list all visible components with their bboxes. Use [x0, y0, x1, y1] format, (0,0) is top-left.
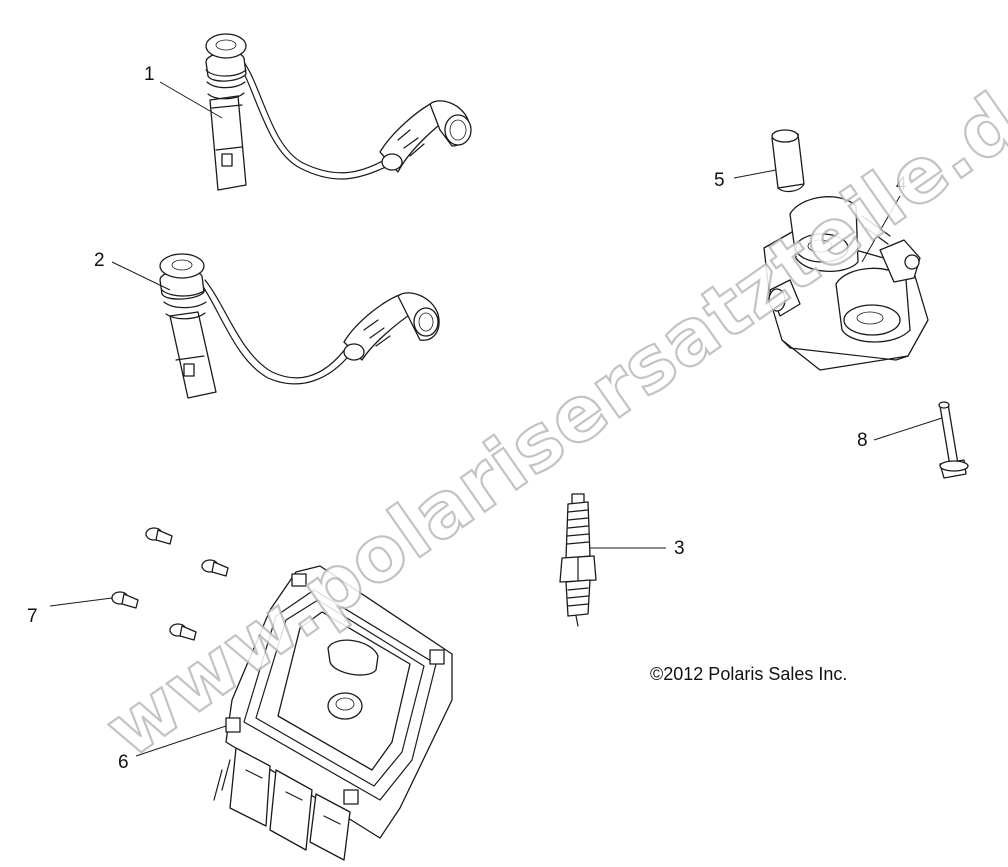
copyright-notice: ©2012 Polaris Sales Inc. — [650, 664, 847, 684]
callout-6: 6 — [118, 752, 129, 773]
leader-4 — [861, 195, 901, 263]
spacer-sleeve[interactable] — [771, 129, 805, 193]
screw-d[interactable] — [169, 623, 197, 641]
leader-8 — [873, 417, 943, 441]
leader-2 — [111, 261, 171, 291]
callout-8: 8 — [857, 430, 868, 451]
callout-4: 4 — [896, 174, 907, 195]
screw-b[interactable] — [201, 559, 229, 577]
callout-5: 5 — [714, 170, 725, 191]
leader-7 — [49, 597, 113, 607]
leader-1 — [159, 81, 223, 119]
callout-2: 2 — [94, 250, 105, 271]
screw-c[interactable] — [111, 591, 139, 609]
leader-6 — [135, 725, 227, 757]
spark-plug[interactable] — [559, 493, 597, 627]
screw-a[interactable] — [145, 527, 173, 545]
ecu-module[interactable] — [213, 565, 453, 861]
flange-bolt[interactable] — [938, 401, 969, 479]
leader-5 — [733, 169, 777, 179]
callout-1: 1 — [144, 64, 155, 85]
callout-3: 3 — [674, 538, 685, 559]
ignition-coil[interactable] — [763, 196, 929, 371]
ignition-wire-2[interactable] — [159, 253, 440, 399]
ignition-wire-1[interactable] — [205, 33, 472, 191]
callout-7: 7 — [27, 606, 38, 627]
